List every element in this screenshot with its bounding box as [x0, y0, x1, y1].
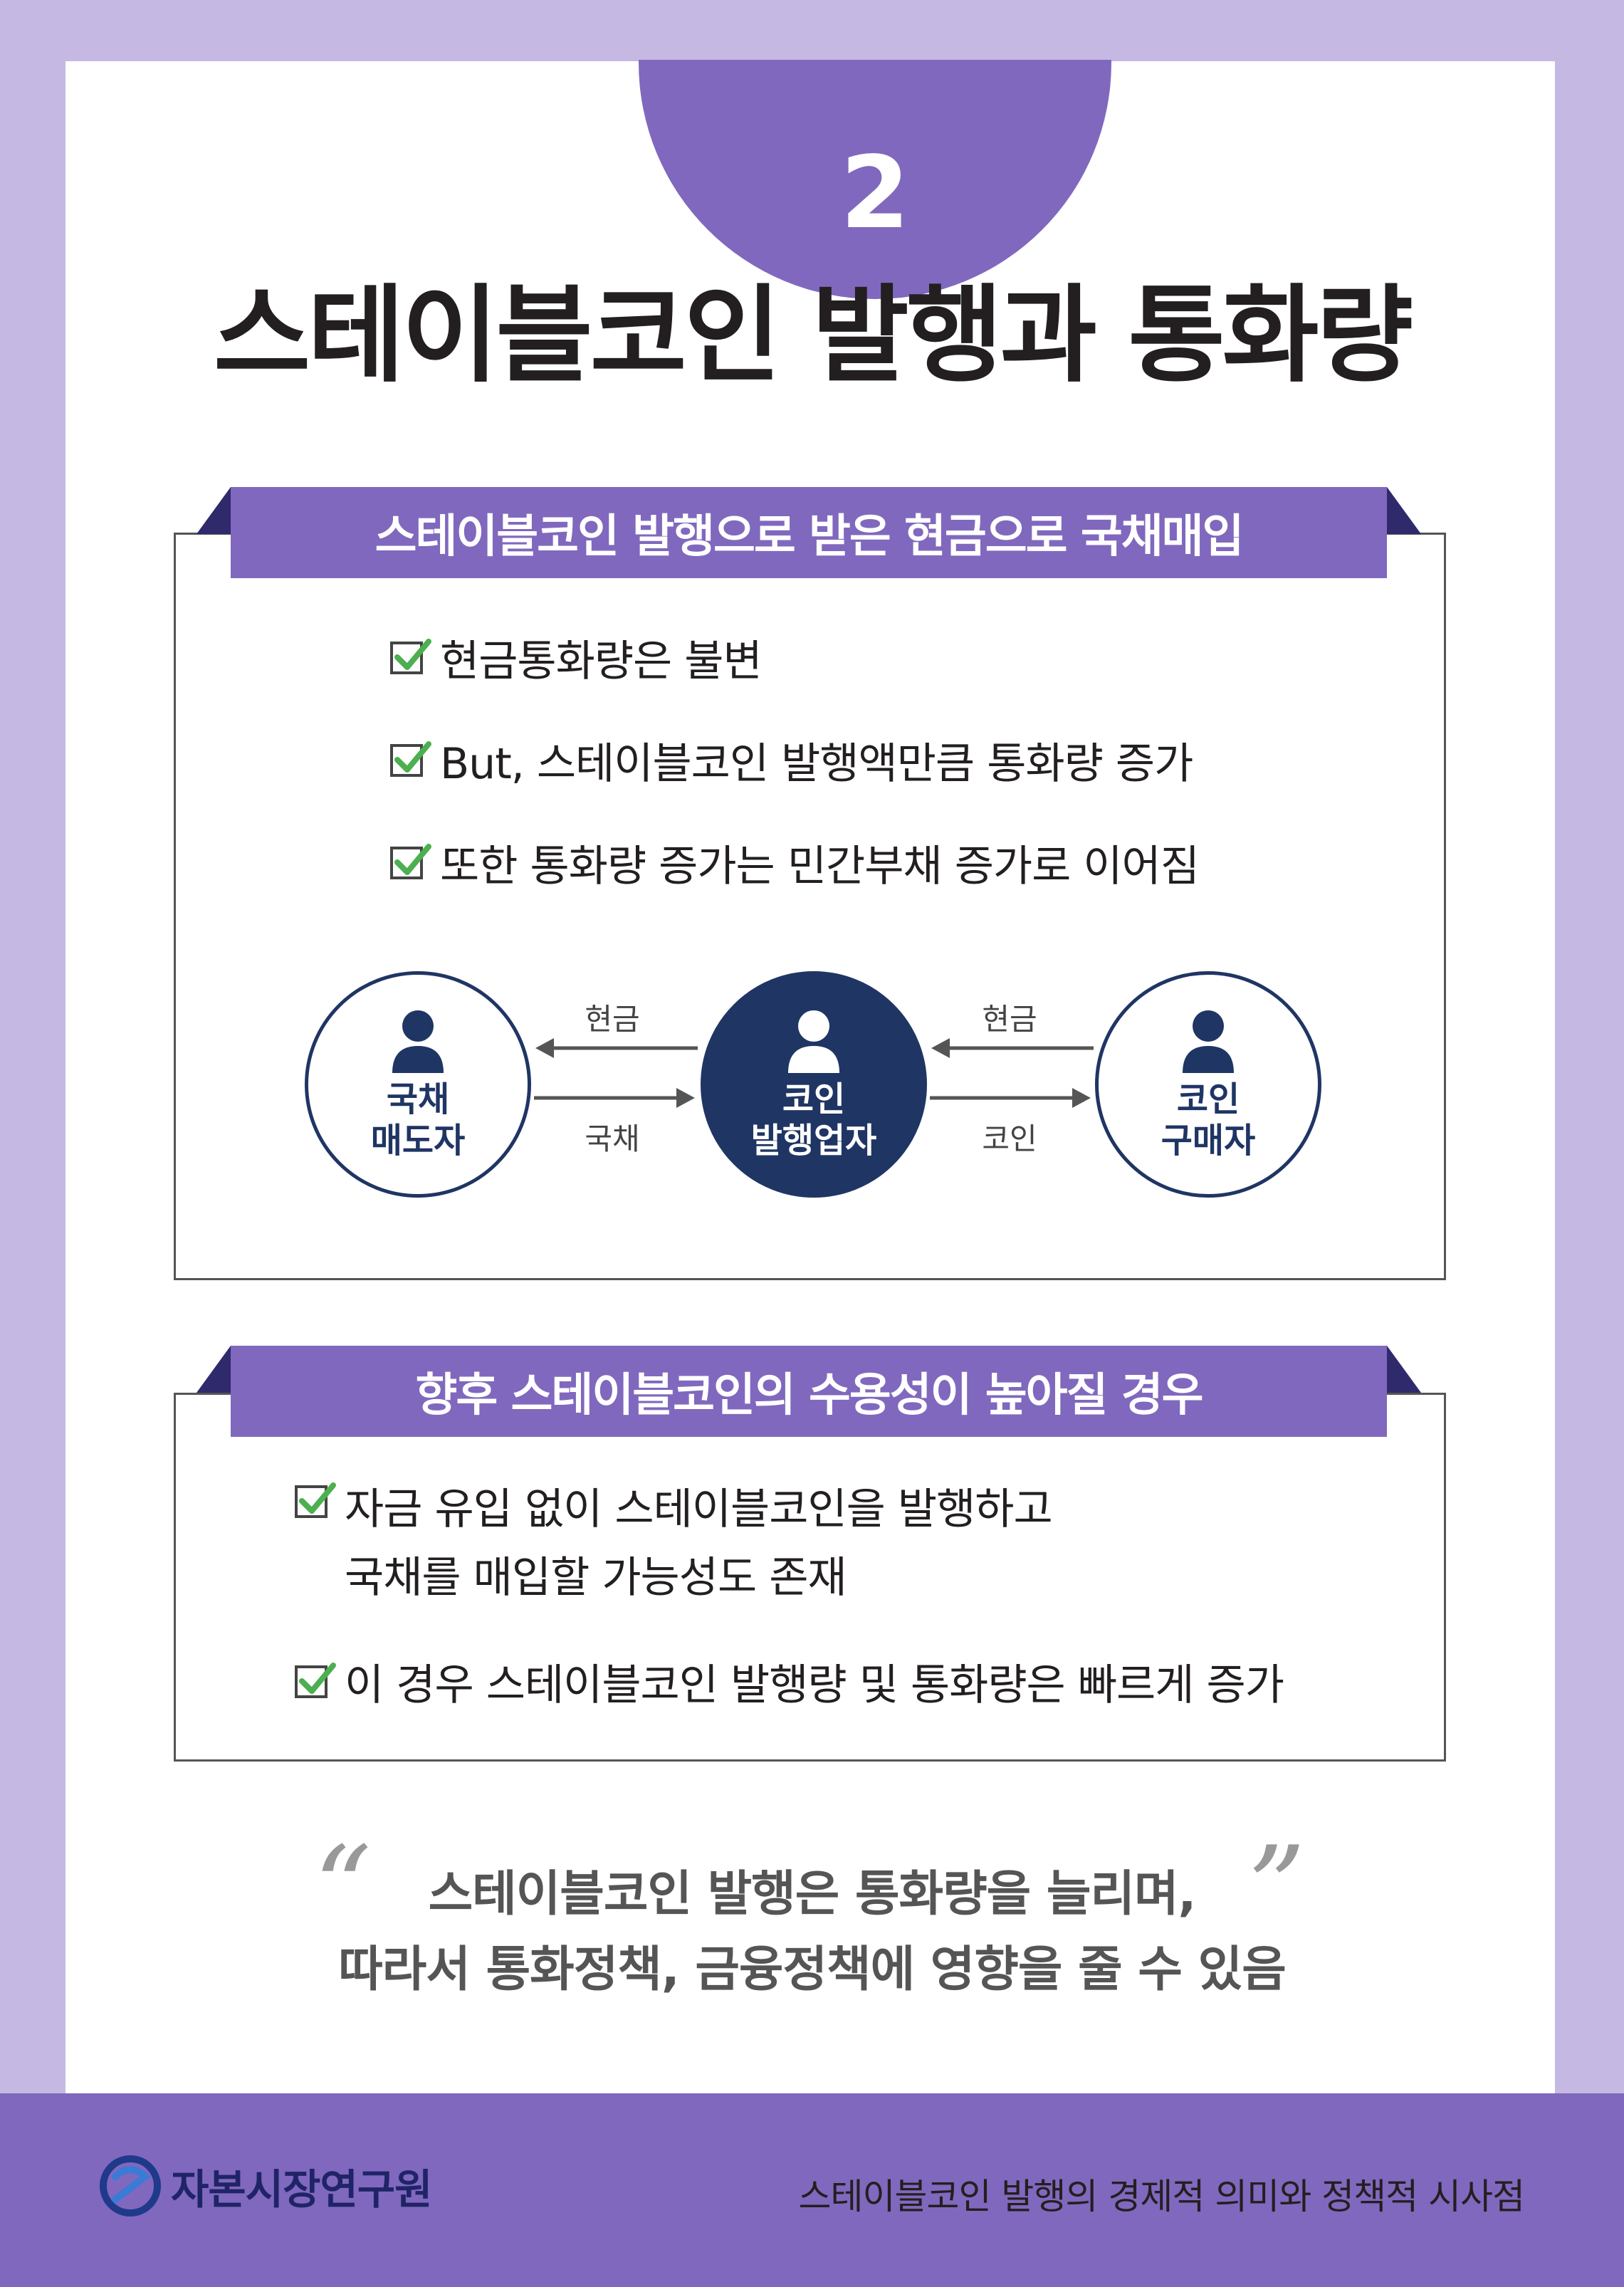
check-icon [295, 1662, 336, 1698]
section1-header: 스테이블코인 발행으로 받은 현금으로 국채매입 [231, 487, 1387, 578]
node-coin-buyer: 코인 구매자 [1095, 971, 1321, 1198]
checklist-text: But, 스테이블코인 발행액만큼 통화량 증가 [440, 739, 1193, 789]
checklist-text: 또한 통화량 증가는 민간부채 증가로 이어짐 [440, 842, 1200, 891]
checklist-item: But, 스테이블코인 발행액만큼 통화량 증가 [390, 729, 1193, 791]
page-number: 2 [840, 135, 910, 251]
node-label-line2: 매도자 [370, 1121, 466, 1161]
logo-text: 자본시장연구원 [171, 2165, 433, 2214]
arrow-label-cash-right: 현금 [982, 1002, 1037, 1037]
checklist-item: 현금통화량은 불변 [390, 627, 763, 689]
node-bond-seller: 국채 매도자 [305, 971, 531, 1198]
check-icon [390, 843, 431, 879]
ribbon-fold-left [197, 487, 231, 534]
quote-line1: 스테이블코인 발행은 통화량을 늘리며, [428, 1866, 1197, 1922]
person-icon [1183, 1010, 1234, 1073]
checklist-text: 이 경우 스테이블코인 발행량 및 통화량은 빠르게 증가 [345, 1660, 1284, 1710]
ribbon-fold-right [1387, 487, 1421, 534]
arrow-label-cash-left: 현금 [585, 1002, 640, 1037]
check-icon [390, 740, 431, 777]
checklist-text-line2: 국채를 매입할 가능성도 존재 [345, 1553, 847, 1603]
logo: 자본시장연구원 [100, 2155, 433, 2217]
footer-report-title: 스테이블코인 발행의 경제적 의미와 정책적 시사점 [798, 2176, 1525, 2217]
checklist-item: 자금 유입 없이 스테이블코인을 발행하고 국채를 매입할 가능성도 존재 [295, 1475, 1053, 1612]
section2-header: 향후 스테이블코인의 수용성이 높아질 경우 [231, 1346, 1387, 1437]
ribbon-fold-right [1387, 1346, 1421, 1393]
checklist-text: 현금통화량은 불변 [440, 637, 763, 686]
ribbon-fold-left [197, 1346, 231, 1393]
node-label-line1: 코인 [1176, 1079, 1240, 1119]
checklist-item: 또한 통화량 증가는 민간부채 증가로 이어짐 [390, 832, 1200, 894]
section2-panel [174, 1393, 1446, 1762]
node-label-line2: 구매자 [1161, 1121, 1256, 1161]
node-label-line1: 국채 [386, 1079, 450, 1119]
close-quote-icon: ” [1247, 1821, 1306, 1954]
arrow-label-bond: 국채 [585, 1121, 640, 1156]
check-icon [390, 638, 431, 674]
check-icon [295, 1482, 336, 1518]
checklist-item: 이 경우 스테이블코인 발행량 및 통화량은 빠르게 증가 [295, 1650, 1284, 1712]
footer-bar: 자본시장연구원 스테이블코인 발행의 경제적 의미와 정책적 시사점 [0, 2093, 1624, 2287]
person-icon [392, 1010, 444, 1073]
checklist-text-line1: 자금 유입 없이 스테이블코인을 발행하고 [345, 1485, 1053, 1534]
node-coin-issuer: 코인 발행업자 [701, 971, 927, 1198]
arrow-label-coin: 코인 [982, 1121, 1037, 1156]
node-label-line1: 코인 [782, 1079, 846, 1119]
quote-line2: 따라서 통화정책, 금융정책에 영향을 줄 수 있음 [338, 1942, 1287, 1998]
node-label-line2: 발행업자 [750, 1121, 877, 1161]
open-quote-icon: “ [313, 1821, 372, 1954]
page-title: 스테이블코인 발행과 통화량 [214, 274, 1413, 397]
logo-icon [100, 2155, 161, 2217]
person-icon [788, 1010, 839, 1073]
